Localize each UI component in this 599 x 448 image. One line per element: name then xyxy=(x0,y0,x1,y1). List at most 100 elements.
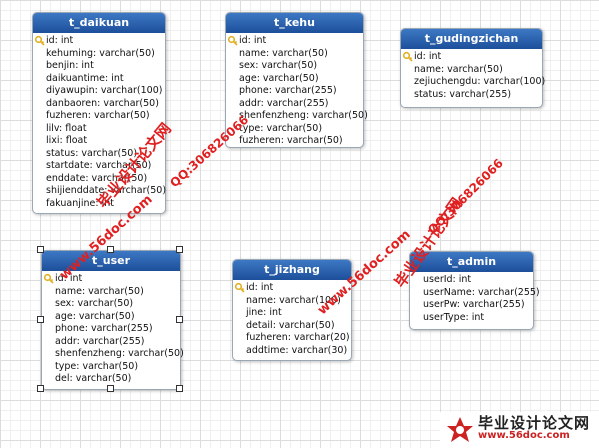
field-row[interactable]: id: int xyxy=(233,282,351,295)
field-row[interactable]: benjin: int xyxy=(33,60,165,73)
field-row[interactable]: jine: int xyxy=(233,307,351,320)
field-label: id: int xyxy=(46,35,74,46)
field-row[interactable]: fakuanjine: int xyxy=(33,198,165,211)
resize-handle-ne[interactable] xyxy=(176,246,183,253)
field-label: addr: varchar(255) xyxy=(55,335,145,347)
primary-key-icon xyxy=(34,35,45,46)
table-t-user[interactable]: t_user id: int name: varchar(50)sex: varc… xyxy=(41,250,184,390)
field-row[interactable]: type: varchar(50) xyxy=(226,123,363,136)
field-row[interactable]: userId: int xyxy=(410,274,533,287)
field-label: name: varchar(50) xyxy=(414,63,503,75)
resize-handle-w[interactable] xyxy=(37,316,44,323)
field-label: shenfenzheng: varchar(50) xyxy=(239,110,368,121)
field-row[interactable]: fuzheren: varchar(20) xyxy=(233,332,351,345)
field-label: id: int xyxy=(55,273,83,284)
field-label: startdate: varchar(50) xyxy=(46,160,152,171)
field-row[interactable]: enddate: varchar(50) xyxy=(33,173,165,186)
resize-handle-se[interactable] xyxy=(176,385,183,392)
table-t-admin[interactable]: t_admin userId: int userName: varchar(255… xyxy=(409,251,540,330)
field-row[interactable]: userName: varchar(255) xyxy=(410,287,540,300)
resize-handle-sw[interactable] xyxy=(37,385,44,392)
field-row[interactable]: kehuming: varchar(50) xyxy=(33,48,165,61)
field-row[interactable]: detail: varchar(50) xyxy=(233,320,351,333)
footer-title: 毕业设计论文网 xyxy=(478,414,591,432)
field-row[interactable]: phone: varchar(255) xyxy=(42,323,180,336)
field-row[interactable]: daikuantime: int xyxy=(33,73,165,86)
field-row[interactable]: status: varchar(255) xyxy=(401,89,542,102)
field-row[interactable]: id: int xyxy=(401,51,542,64)
field-row[interactable]: name: varchar(50) xyxy=(42,286,180,299)
field-row[interactable]: addr: varchar(255) xyxy=(226,98,363,111)
field-row[interactable]: name: varchar(50) xyxy=(226,48,363,61)
field-label: enddate: varchar(50) xyxy=(46,172,148,184)
resize-handle-e[interactable] xyxy=(176,316,183,323)
field-label: status: varchar(255) xyxy=(414,88,512,100)
resize-handle-n[interactable] xyxy=(107,246,114,253)
field-label: daikuantime: int xyxy=(46,72,124,84)
site-logo-icon xyxy=(440,412,599,448)
field-row[interactable]: id: int xyxy=(33,35,165,48)
field-row[interactable]: addr: varchar(255) xyxy=(42,336,180,349)
field-list: userId: int userName: varchar(255)userPw:… xyxy=(410,272,540,328)
field-label: id: int xyxy=(239,35,267,46)
field-row[interactable]: del: varchar(50) xyxy=(42,373,180,386)
field-row[interactable]: sex: varchar(50) xyxy=(226,60,363,73)
field-label: benjin: int xyxy=(46,60,94,71)
field-label: del: varchar(50) xyxy=(55,373,132,384)
field-label: fuzheren: varchar(20) xyxy=(246,332,350,343)
field-label: id: int xyxy=(414,51,442,62)
field-row[interactable]: userPw: varchar(255) xyxy=(410,299,533,312)
primary-key-icon xyxy=(234,282,245,293)
field-row[interactable]: sex: varchar(50) xyxy=(42,298,180,311)
field-label: danbaoren: varchar(50) xyxy=(46,97,159,109)
field-row[interactable]: danbaoren: varchar(50) xyxy=(33,98,165,111)
resize-handle-nw[interactable] xyxy=(37,246,44,253)
field-label: addr: varchar(255) xyxy=(239,97,329,109)
field-row[interactable]: diyawupin: varchar(100) xyxy=(33,85,165,98)
field-row[interactable]: id: int xyxy=(226,35,363,48)
field-row[interactable]: age: varchar(50) xyxy=(226,73,363,86)
field-row[interactable]: status: varchar(50) xyxy=(33,148,165,161)
field-row[interactable]: fuzheren: varchar(50) xyxy=(226,135,363,148)
field-label: type: varchar(50) xyxy=(55,360,139,372)
field-row[interactable]: addtime: varchar(30) xyxy=(233,345,351,358)
field-row[interactable]: fuzheren: varchar(50) xyxy=(33,110,165,123)
field-label: userId: int xyxy=(423,274,472,285)
table-title: t_admin xyxy=(410,252,533,272)
field-list: id: int name: varchar(50)sex: varchar(50)… xyxy=(42,271,184,390)
field-row[interactable]: lilv: float xyxy=(33,123,165,136)
field-row[interactable]: zejiuchengdu: varchar(100) xyxy=(401,76,545,89)
field-label: fuzheren: varchar(50) xyxy=(46,110,150,121)
field-label: type: varchar(50) xyxy=(239,122,323,134)
field-row[interactable]: shenfenzheng: varchar(50) xyxy=(42,348,184,361)
field-label: addtime: varchar(30) xyxy=(246,344,348,356)
field-row[interactable]: type: varchar(50) xyxy=(42,361,180,374)
field-row[interactable]: age: varchar(50) xyxy=(42,311,180,324)
footer-url: www.56doc.com xyxy=(478,430,570,441)
field-label: status: varchar(50) xyxy=(46,147,138,159)
field-label: userType: int xyxy=(423,311,485,323)
field-label: age: varchar(50) xyxy=(55,310,135,322)
field-row[interactable]: phone: varchar(255) xyxy=(226,85,363,98)
field-row[interactable]: name: varchar(50) xyxy=(401,64,542,77)
field-row[interactable]: shijienddate: varchar(50) xyxy=(33,185,166,198)
field-label: fakuanjine: int xyxy=(46,197,114,209)
field-row[interactable]: startdate: varchar(50) xyxy=(33,160,165,173)
field-row[interactable]: lixi: float xyxy=(33,135,165,148)
field-label: shenfenzheng: varchar(50) xyxy=(55,348,184,359)
table-title: t_user xyxy=(42,251,180,271)
resize-handle-s[interactable] xyxy=(107,385,114,392)
field-row[interactable]: shenfenzheng: varchar(50) xyxy=(226,110,368,123)
field-label: diyawupin: varchar(100) xyxy=(46,85,163,96)
field-row[interactable]: id: int xyxy=(42,273,180,286)
field-row[interactable]: name: varchar(100) xyxy=(233,295,351,308)
field-label: lixi: float xyxy=(46,135,88,146)
field-row[interactable]: userType: int xyxy=(410,312,533,325)
field-label: kehuming: varchar(50) xyxy=(46,47,155,59)
table-title: t_gudingzichan xyxy=(401,29,542,49)
